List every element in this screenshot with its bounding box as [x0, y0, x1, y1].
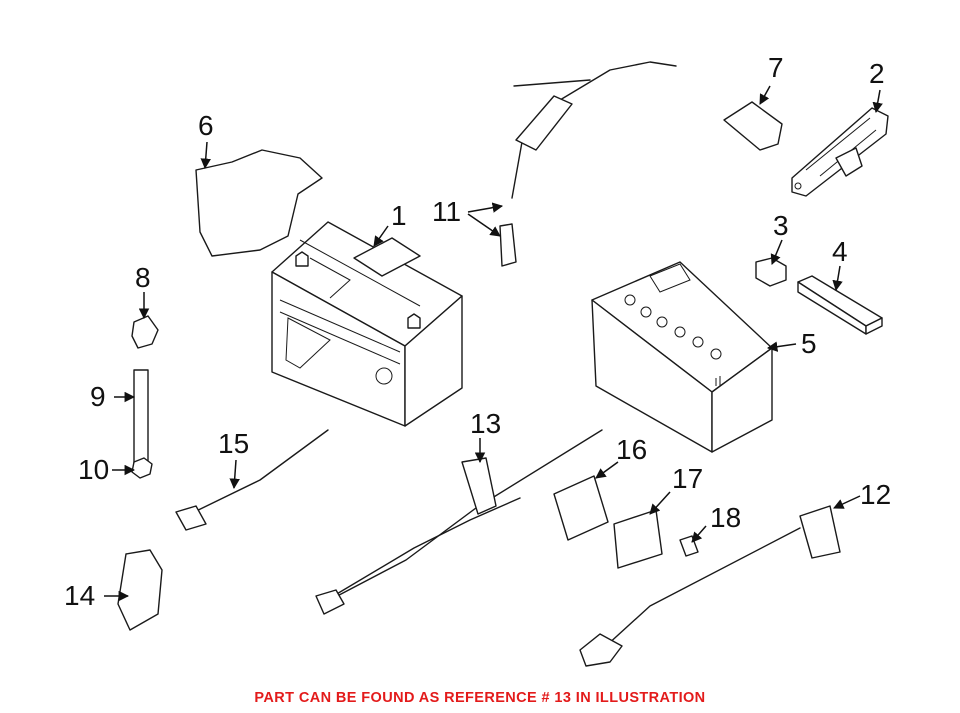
- bracket-icon: [791, 107, 889, 197]
- callout-11: 11: [432, 196, 462, 227]
- cable-icon: [315, 429, 603, 615]
- callout-17: 17: [672, 463, 704, 494]
- battery-icon-secondary: [591, 261, 773, 453]
- callout-16: 16: [616, 434, 648, 465]
- cover-strip-icon: [797, 275, 883, 335]
- nut-icon: [131, 457, 153, 479]
- callout-13: 13: [470, 408, 502, 439]
- sensor-cable-icon: [175, 429, 329, 531]
- hold-down-bracket-icon: [723, 101, 783, 151]
- callout-4: 4: [832, 236, 848, 267]
- leader-lines: [104, 85, 883, 602]
- control-module-icon: [553, 475, 609, 541]
- vent-hose-icon: [133, 369, 149, 469]
- callout-7: 7: [768, 52, 784, 83]
- callout-10: 10: [78, 454, 110, 485]
- callout-15: 15: [218, 428, 250, 459]
- callout-3: 3: [773, 210, 789, 241]
- callout-18: 18: [710, 502, 742, 533]
- terminal-clip-icon: [117, 549, 163, 631]
- callout-8: 8: [135, 262, 151, 293]
- battery-icon: [271, 221, 463, 427]
- battery-cable-icon: [499, 61, 677, 267]
- terminal-cap-icon: [755, 257, 787, 287]
- callout-9: 9: [90, 381, 106, 412]
- callout-1: 1: [391, 200, 407, 231]
- callout-6: 6: [198, 110, 214, 141]
- callout-14: 14: [64, 580, 96, 611]
- negative-cable-icon: [579, 505, 841, 667]
- reference-note: PART CAN BE FOUND AS REFERENCE # 13 IN I…: [254, 690, 706, 706]
- heat-shield-icon: [195, 149, 323, 257]
- vent-elbow-icon: [131, 315, 159, 349]
- junction-box-icon: [613, 509, 663, 569]
- callout-12: 12: [860, 479, 892, 510]
- callout-5: 5: [801, 328, 817, 359]
- callout-2: 2: [869, 58, 885, 89]
